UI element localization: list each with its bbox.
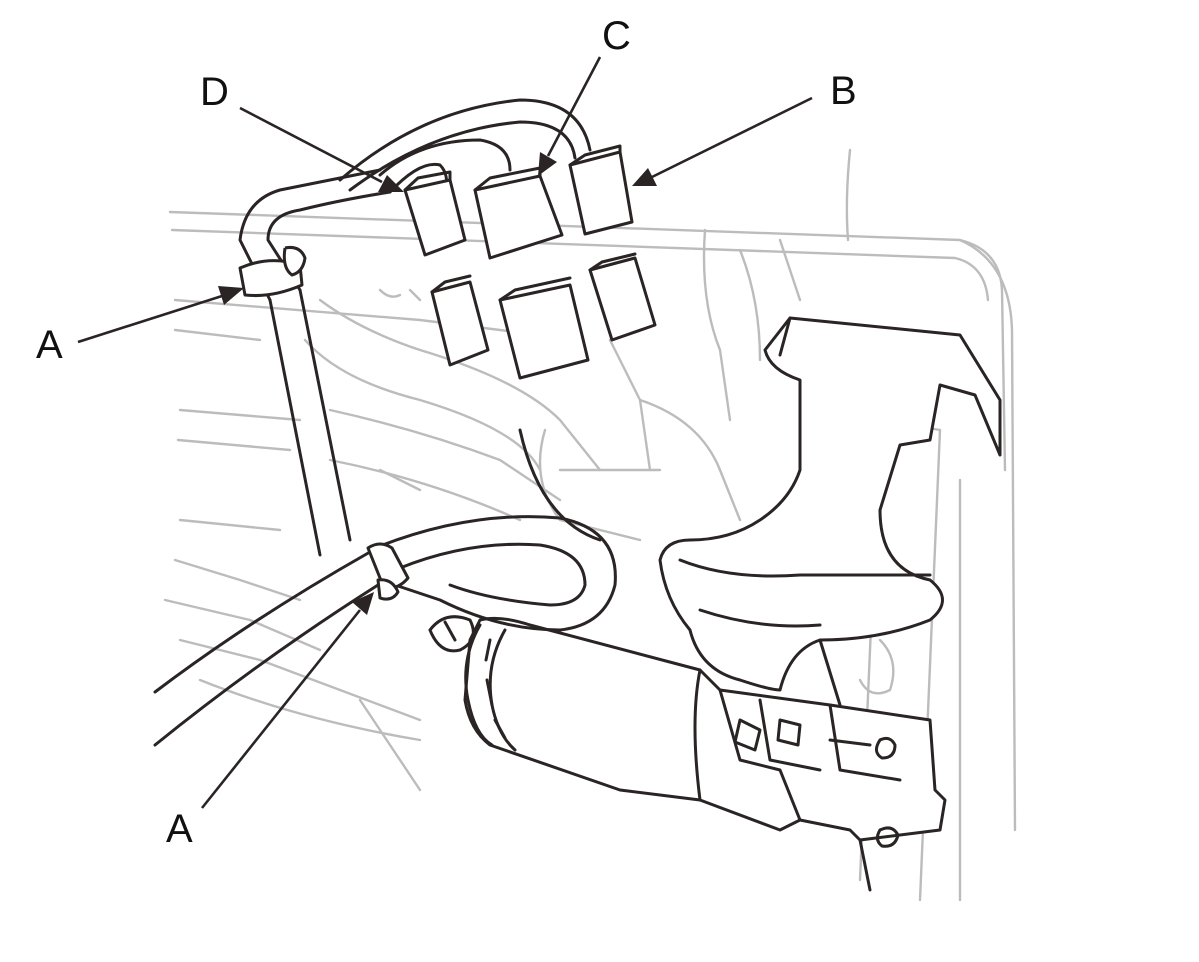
connector-row2-right (588, 252, 657, 342)
harness-clip-icon (366, 542, 410, 601)
leader-lines (77, 56, 813, 809)
connector-d (403, 170, 467, 257)
bracket-body (658, 316, 1002, 692)
callout-d: D (200, 70, 229, 114)
callout-b: B (830, 69, 857, 113)
wire-harness-icon (153, 98, 617, 747)
connector-row2-mid (498, 276, 590, 380)
callout-a-lower: A (166, 807, 193, 851)
callout-c: C (602, 14, 631, 58)
connector-b (568, 144, 634, 236)
connector-row2-left (430, 274, 490, 367)
actuator-motor-icon (463, 616, 947, 892)
callout-a-upper: A (36, 323, 63, 367)
harness-clip-icon (238, 246, 307, 297)
connector-c (473, 166, 564, 260)
fitting (428, 615, 475, 653)
